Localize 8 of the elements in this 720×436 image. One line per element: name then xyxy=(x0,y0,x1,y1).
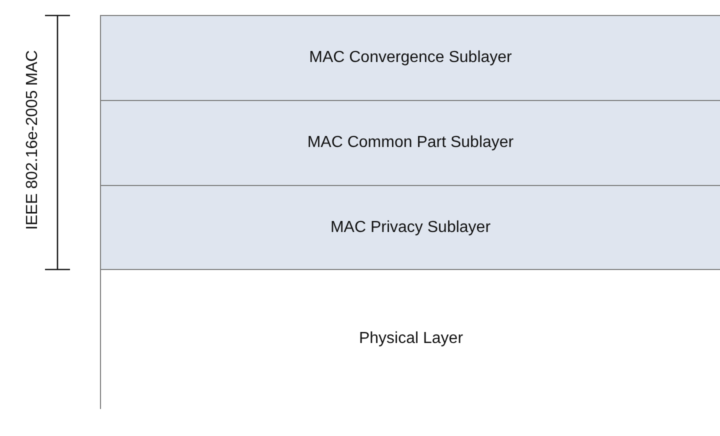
sublayer-box xyxy=(100,100,720,186)
sublayer-box xyxy=(100,185,720,270)
layer-label: MAC Common Part Sublayer xyxy=(307,134,514,152)
layer-label: Physical Layer xyxy=(358,330,464,348)
layer-label: MAC Privacy Sublayer xyxy=(330,218,491,236)
layer-label: MAC Convergence Sublayer xyxy=(309,49,512,67)
bracket-label: IEEE 802.16e-2005 MAC xyxy=(24,50,42,230)
sublayer-box xyxy=(100,15,720,101)
